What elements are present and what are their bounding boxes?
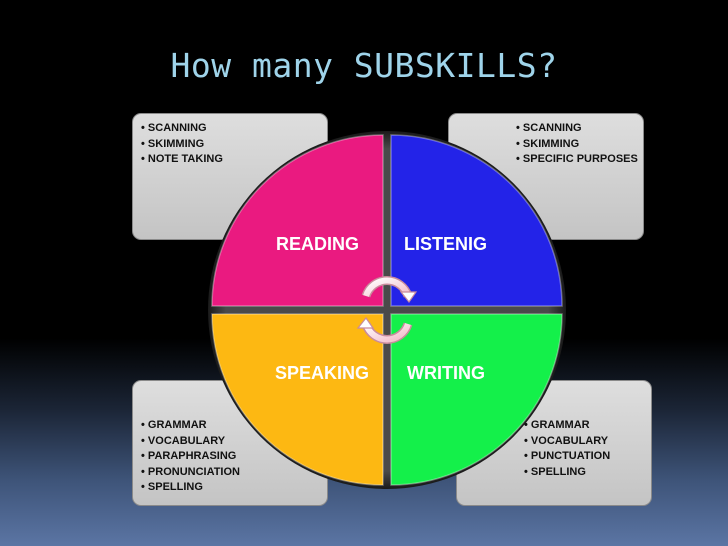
list-item: SKIMMING: [516, 137, 638, 153]
list-item: PUNCTUATION: [524, 449, 610, 465]
list-item: NOTE TAKING: [141, 152, 223, 168]
list-item: SPELLING: [141, 480, 240, 496]
list-item: SCANNING: [516, 121, 638, 137]
speaking-subskills-list: GRAMMAR VOCABULARY PARAPHRASING PRONUNCI…: [141, 418, 240, 496]
writing-subskills-list: GRAMMAR VOCABULARY PUNCTUATION SPELLING: [524, 418, 610, 480]
listening-subskills-list: SCANNING SKIMMING SPECIFIC PURPOSES: [516, 121, 638, 168]
slide-title: How many SUBSKILLS?: [170, 46, 558, 85]
reading-subskills-list: SCANNING SKIMMING NOTE TAKING: [141, 121, 223, 168]
list-item: PARAPHRASING: [141, 449, 240, 465]
writing-label: WRITING: [407, 363, 485, 383]
list-item: SCANNING: [141, 121, 223, 137]
list-item: VOCABULARY: [524, 434, 610, 450]
list-item: PRONUNCIATION: [141, 465, 240, 481]
circular-arrows-icon: [356, 276, 418, 344]
list-item: SPECIFIC PURPOSES: [516, 152, 638, 168]
list-item: VOCABULARY: [141, 434, 240, 450]
list-item: GRAMMAR: [524, 418, 610, 434]
list-item: SKIMMING: [141, 137, 223, 153]
list-item: SPELLING: [524, 465, 610, 481]
writing-quadrant: [391, 314, 562, 485]
listening-label: LISTENIG: [404, 234, 488, 254]
listening-quadrant: [391, 135, 562, 306]
reading-label: READING: [276, 234, 360, 254]
speaking-quadrant: [212, 314, 383, 485]
reading-quadrant: [212, 135, 383, 306]
list-item: GRAMMAR: [141, 418, 240, 434]
speaking-label: SPEAKING: [275, 363, 370, 383]
